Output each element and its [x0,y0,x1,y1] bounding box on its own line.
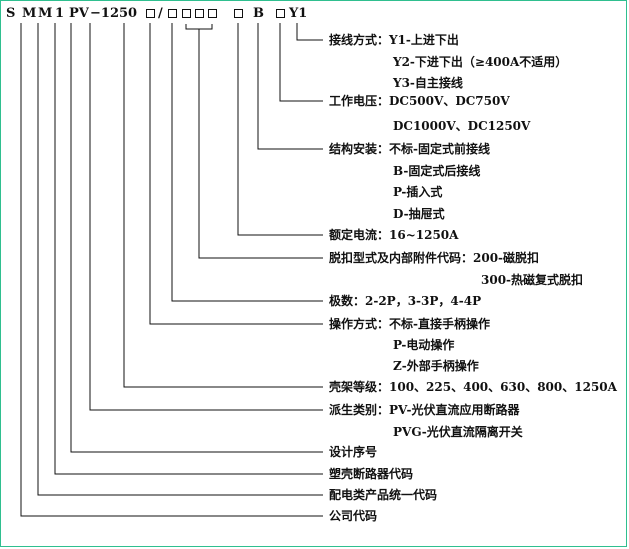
code-pv: PV [69,6,89,21]
desc-installation-2: B-固定式后接线 [393,164,481,178]
code-letter-m1: M [22,6,37,21]
code-frame-1250: −1250 [90,6,138,21]
code-box-attach-1 [182,9,191,18]
code-box-trip [146,9,155,18]
desc-operation-2: P-电动操作 [393,338,455,352]
code-slash: / [158,6,163,21]
leader-current [237,23,323,236]
desc-wiring-mode-3: Y3-自主接线 [393,76,463,90]
leader-operation [149,23,323,325]
desc-voltage: 工作电压：DC500V、DC750V [329,94,510,108]
leader-company [20,23,323,517]
leader-derived [89,23,323,411]
code-digit-1: 1 [55,6,65,21]
desc-frame-grade: 壳架等级：100、225、400、630、800、1250A [329,380,617,394]
code-letter-s: S [6,6,16,21]
desc-poles: 极数：2-2P，3-3P，4-4P [329,294,482,308]
desc-operation-3: Z-外部手柄操作 [393,359,479,373]
code-box-poles [168,9,177,18]
code-box-current [234,9,243,18]
leader-voltage [279,23,323,102]
leader-poles [171,23,323,302]
desc-voltage-2: DC1000V、DC1250V [393,119,531,133]
desc-installation: 结构安装：不标-固定式前接线 [329,142,490,156]
desc-wiring-mode-2: Y2-下进下出（≥400A不适用） [393,55,568,69]
leader-wiring [296,23,323,41]
code-box-voltage [276,9,285,18]
desc-trip-type-2: 300-热磁复式脱扣 [481,273,584,287]
desc-installation-3: P-插入式 [393,185,443,199]
desc-derived-2: PVG-光伏直流隔离开关 [393,425,523,439]
code-box-attach-2 [195,9,204,18]
code-letter-b: B [253,6,264,21]
desc-mccb-code: 塑壳断路器代码 [329,467,414,481]
desc-wiring-mode: 接线方式：Y1-上进下出 [329,33,459,47]
leader-mccb [54,23,323,475]
leader-trip [198,29,323,259]
desc-dist-code: 配电类产品统一代码 [329,488,438,502]
desc-company-code: 公司代码 [329,509,378,523]
leader-frame [123,23,323,388]
desc-installation-4: D-抽屉式 [393,207,445,221]
leader-design [70,23,323,453]
desc-derived: 派生类别：PV-光伏直流应用断路器 [329,403,520,417]
leader-dist [37,23,323,496]
code-y1: Y1 [289,6,308,21]
attachment-bracket [185,24,213,30]
desc-design-no: 设计序号 [329,445,378,459]
desc-operation: 操作方式：不标-直接手柄操作 [329,317,490,331]
code-box-attach-3 [208,9,217,18]
leader-installation [257,23,323,150]
code-letter-m2: M [38,6,53,21]
desc-trip-type: 脱扣型式及内部附件代码：200-磁脱扣 [329,251,540,265]
desc-rated-current: 额定电流：16~1250A [329,228,459,242]
